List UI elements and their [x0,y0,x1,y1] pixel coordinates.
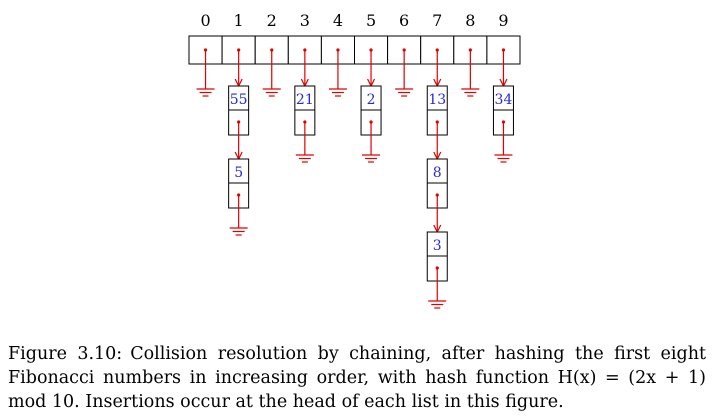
index-label: 2 [267,11,277,30]
index-label: 9 [498,11,508,30]
figure-caption: Figure 3.10:Collision resolution by chai… [8,342,706,414]
index-label: 4 [333,11,343,30]
figure-label: Figure 3.10: [8,344,123,364]
node-value: 8 [433,165,442,181]
index-label: 3 [300,11,310,30]
node-value: 34 [495,92,513,108]
node-value: 5 [234,165,243,181]
node-value: 13 [428,92,446,108]
node-value: 3 [433,238,442,254]
index-label: 5 [366,11,376,30]
caption-text: Collision resolution by chaining, after … [8,344,706,412]
index-label: 0 [200,11,210,30]
index-label: 1 [234,11,244,30]
node-value: 55 [230,92,248,108]
index-label: 8 [465,11,475,30]
index-label: 7 [432,11,442,30]
index-label: 6 [399,11,409,30]
node-value: 2 [367,92,376,108]
node-value: 21 [296,92,314,108]
